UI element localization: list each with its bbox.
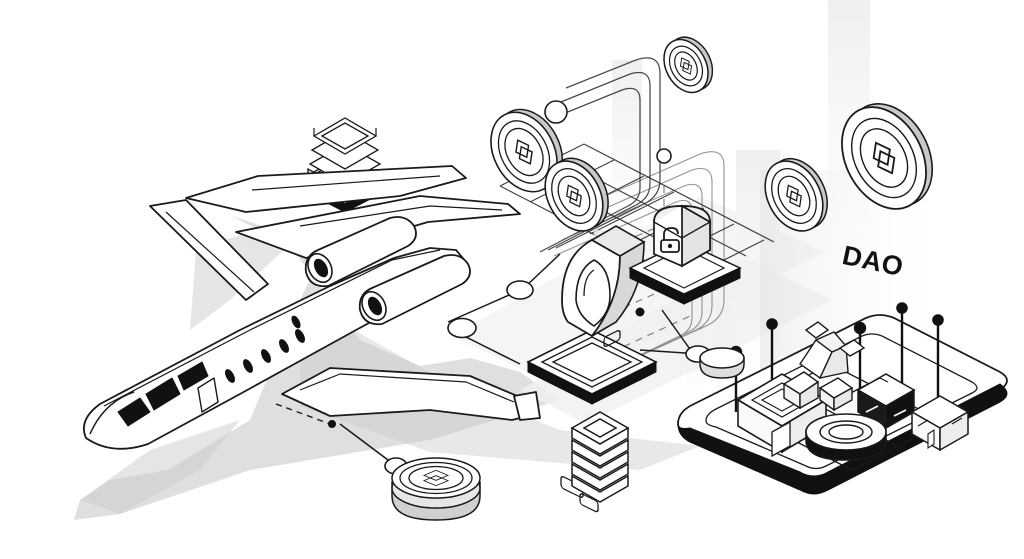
- trace-3: [539, 87, 641, 253]
- city-cube-dark: [856, 373, 916, 430]
- node-circle-e: [544, 100, 568, 124]
- link-line-5: [661, 309, 693, 353]
- link-dashed-1: [275, 403, 331, 425]
- jet-cabin-window-2: [243, 359, 253, 373]
- coin-stack-top: [391, 457, 481, 499]
- city-cube-outline: [910, 395, 970, 452]
- trace-4: [577, 151, 725, 375]
- jet-cabin-window-1: [225, 369, 235, 383]
- jet-engine-lower-core: [367, 296, 383, 316]
- city-disc: [805, 413, 887, 461]
- node-circle-b: [447, 317, 477, 339]
- trace-2: [547, 71, 651, 251]
- jet-cockpit-window-c: [177, 361, 209, 391]
- lock-icon: [660, 227, 680, 253]
- city-tower-block: [736, 373, 828, 458]
- coin-stack-symbol: [422, 469, 450, 487]
- jet-cabin-window-6: [291, 315, 301, 329]
- jet-shadow-wing: [300, 300, 700, 470]
- jet-horizontal-stab-line: [251, 175, 441, 191]
- coin-stack-ring-2: [408, 465, 464, 491]
- node-circle-f: [656, 148, 672, 164]
- coin-stack-ring-1: [399, 461, 473, 495]
- pin-dot-3: [853, 321, 867, 335]
- shield-icon: [561, 225, 646, 338]
- jet-nose-crease: [89, 391, 135, 435]
- jet-shadow-nose: [80, 420, 240, 514]
- jet-fuselage-topline: [103, 249, 441, 407]
- jet-cockpit-window-a: [117, 397, 151, 427]
- trace-5: [569, 167, 713, 379]
- chip-trace-inner: [551, 342, 633, 382]
- link-line-2: [523, 253, 561, 289]
- lock-cube: [653, 204, 711, 268]
- chip-pad-b: [603, 330, 621, 348]
- stack-layer-4: [571, 462, 629, 491]
- jet-tail-fin-inner: [165, 211, 255, 293]
- jet-wing-far-inner: [299, 205, 503, 227]
- chip-base: [526, 329, 658, 405]
- coin-upright-c: [663, 36, 714, 94]
- jet-cockpit-window-b: [145, 377, 181, 411]
- stack-layer-3: [571, 450, 629, 479]
- jet-engine-upper-core: [313, 258, 329, 278]
- jet-winglet: [513, 391, 541, 421]
- node-dot-b: [635, 307, 645, 317]
- stack-layer-2: [571, 438, 629, 467]
- trace-1: [555, 57, 661, 249]
- grid-line-b4: [589, 191, 675, 235]
- node-dot-a: [328, 420, 336, 428]
- pin-dot-5: [932, 314, 944, 326]
- link-line-7: [339, 423, 397, 467]
- jet-shadow: [74, 216, 560, 520]
- coin-upright-d: [764, 158, 828, 232]
- link-line-1: [447, 291, 517, 323]
- jet-cabin-window-4: [279, 339, 289, 353]
- jet-engine-lower: [358, 254, 471, 326]
- ribbon-sheet-a: [452, 196, 824, 388]
- chip-trace-outer: [540, 336, 644, 388]
- city-crystal-cluster: [782, 321, 866, 412]
- coin-upright-b: [544, 157, 609, 232]
- jet-horizontal-stab: [185, 165, 467, 213]
- jet-door: [197, 377, 219, 413]
- pin-dot-4: [896, 302, 908, 314]
- jet-engine-upper: [304, 216, 417, 288]
- coin-upright-e: [841, 103, 934, 210]
- stack-layer-5: [571, 474, 629, 503]
- stack-layer-1: [571, 426, 629, 455]
- server-top-face: [320, 122, 370, 150]
- pin-dot-2: [766, 318, 778, 330]
- node-circle-a: [506, 280, 534, 300]
- jet-cabin-window-3: [261, 349, 271, 363]
- grid-line-a4: [583, 143, 775, 243]
- jet-cabin-window-5: [295, 329, 305, 343]
- jet-wing-near-inner: [299, 373, 515, 403]
- chip-pad-c: [579, 493, 599, 513]
- side-disc: [699, 347, 745, 379]
- coin-upright-a: [490, 108, 564, 193]
- stack-top-inner: [582, 418, 618, 438]
